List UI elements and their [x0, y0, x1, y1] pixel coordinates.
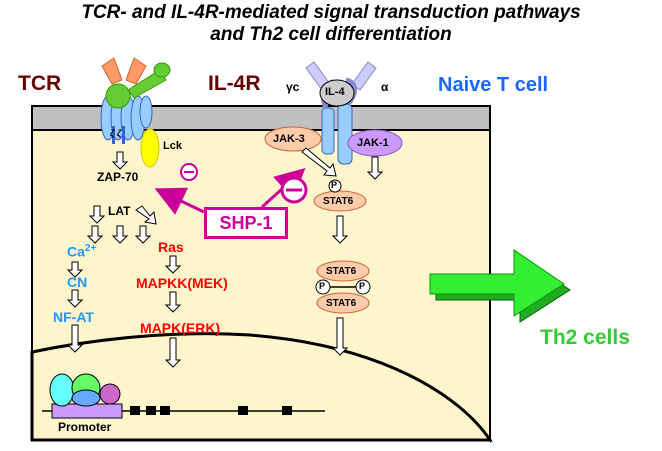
stat6-label-2: STAT6 [326, 266, 357, 277]
ras-label: Ras [158, 239, 184, 255]
nfat-label: NF-AT [53, 309, 94, 325]
p-label-2: P [319, 281, 326, 291]
ca-label: Ca2+ [67, 243, 96, 260]
title-line-1: TCR- and IL-4R-mediated signal transduct… [81, 2, 581, 23]
shp1-box: SHP-1 [204, 207, 288, 239]
th2-cells-label: Th2 cells [540, 326, 630, 349]
stat6-molecules [313, 179, 371, 314]
zap70-label: ZAP-70 [97, 170, 139, 184]
gamma-c-label: γc [286, 80, 300, 94]
jak1-shape [347, 129, 403, 157]
lck-shape [140, 128, 160, 168]
minus-sign-right [280, 176, 308, 204]
il4r-pathway-arrows [301, 147, 384, 356]
jak3-label: JAK-3 [273, 133, 305, 145]
mapkk-label: MAPKK(MEK) [136, 275, 228, 291]
il4-label: IL-4 [325, 86, 345, 98]
p-label-1: P [331, 180, 338, 190]
tcr-pathway-arrows [66, 151, 182, 368]
jak3-shape [264, 126, 322, 152]
jak1-label: JAK-1 [357, 137, 389, 149]
cn-label: CN [67, 274, 88, 290]
il4r-label: IL-4R [208, 72, 261, 95]
alpha-label: α [381, 80, 389, 94]
promoter-label: Promoter [58, 420, 112, 434]
tcr-label: TCR [18, 72, 62, 95]
lck-label: Lck [163, 140, 182, 152]
il4-ligand [319, 79, 355, 107]
il4r-complex [264, 61, 403, 165]
th2-arrow [429, 249, 571, 323]
title-line-2: and Th2 cell differentiation [210, 24, 452, 45]
naive-t-cell-label: Naive T cell [438, 74, 549, 96]
ca-superscript: 2+ [84, 243, 97, 254]
tcr-complex [100, 57, 171, 168]
dna-promoter [42, 373, 325, 419]
p-label-3: P [359, 281, 366, 291]
mapk-label: MAPK(ERK) [140, 320, 221, 336]
minus-sign-left [180, 163, 198, 181]
zeta-label: ζ ζ [110, 128, 122, 138]
stat6-label-1: STAT6 [323, 196, 354, 207]
ca-text: Ca [67, 243, 85, 260]
stat6-label-3: STAT6 [326, 298, 357, 309]
lat-label: LAT [108, 204, 131, 218]
